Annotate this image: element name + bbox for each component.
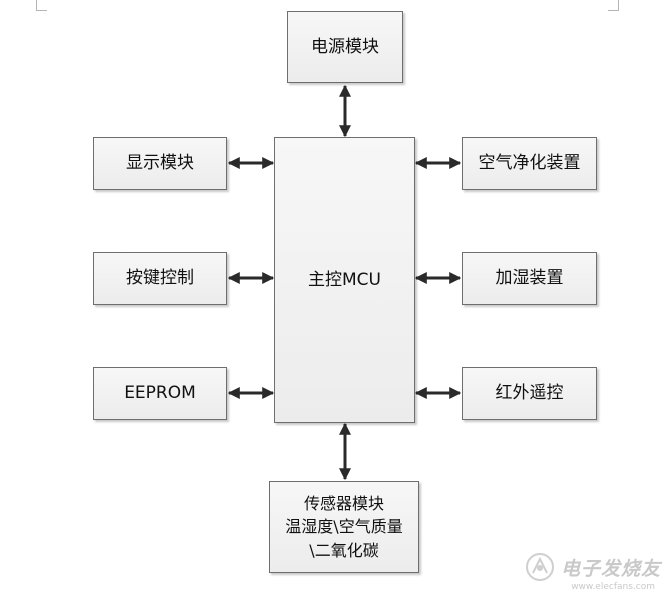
humidifier-box: 加湿装置 bbox=[462, 252, 597, 305]
eeprom-box: EEPROM bbox=[93, 367, 227, 420]
key-control-box: 按键控制 bbox=[93, 252, 227, 305]
watermark-url: www.elecfans.com bbox=[571, 582, 655, 592]
sensor-module-box: 传感器模块 温湿度\空气质量 \二氧化碳 bbox=[269, 481, 419, 573]
power-module-box: 电源模块 bbox=[287, 11, 403, 83]
sensor-line-2: 温湿度\空气质量 bbox=[285, 517, 403, 537]
watermark: 电子发烧友 bbox=[523, 550, 661, 584]
air-purifier-box: 空气净化装置 bbox=[462, 137, 597, 190]
crop-mark-top-right bbox=[608, 0, 619, 11]
watermark-logo-icon bbox=[525, 553, 554, 581]
crop-mark-top-left bbox=[36, 0, 47, 11]
display-module-box: 显示模块 bbox=[93, 137, 227, 190]
watermark-name: 电子发烧友 bbox=[560, 557, 661, 580]
sensor-line-3: \二氧化碳 bbox=[309, 540, 379, 560]
sensor-line-1: 传感器模块 bbox=[303, 494, 384, 514]
ir-remote-box: 红外遥控 bbox=[462, 367, 597, 420]
mcu-box: 主控MCU bbox=[274, 137, 415, 423]
